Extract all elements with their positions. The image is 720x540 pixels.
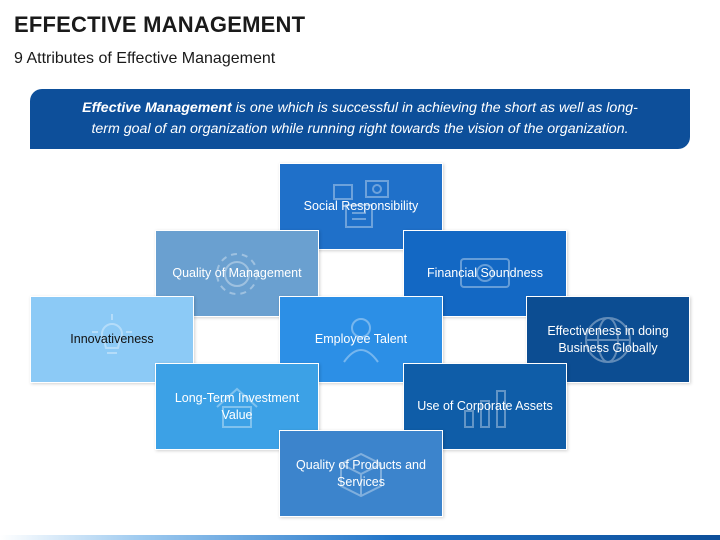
- lightbulb-icon: [92, 313, 132, 354]
- globe-icon: [585, 316, 631, 363]
- money-icon: [460, 257, 510, 288]
- gear-icon: [216, 252, 258, 295]
- box-icon: [340, 452, 382, 497]
- tile-quality-of-products: Quality of Products and Services: [279, 430, 443, 517]
- tile-label-financial-soundness: Financial Soundness: [426, 266, 544, 280]
- banner-bold-term: Effective Management: [82, 100, 232, 116]
- definition-banner: Effective Management is one which is suc…: [30, 89, 690, 149]
- tile-label-innovativeness: Innovativeness: [70, 332, 154, 346]
- footer-accent-bar: [0, 535, 720, 540]
- page-subtitle: 9 Attributes of Effective Management: [14, 50, 276, 67]
- tile-effectiveness-globally: Effectiveness in doing Business Globally: [526, 296, 690, 383]
- tile-label-quality-of-management: Quality of Management: [172, 266, 302, 280]
- tile-label-long-term-investment: Long-Term Investment Value: [174, 390, 300, 422]
- banner-text: is one which is successful in achieving …: [91, 100, 638, 137]
- chart-icon: [464, 389, 506, 428]
- page-title: EFFECTIVE MANAGEMENT: [14, 12, 306, 37]
- tile-label-quality-of-products: Quality of Products and Services: [296, 457, 426, 489]
- tile-label-effectiveness-globally: Effectiveness in doing Business Globally: [547, 323, 669, 355]
- tile-label-use-of-corporate-assets: Use of Corporate Assets: [417, 399, 553, 413]
- house-icon: [216, 387, 258, 428]
- tile-label-employee-talent: Employee Talent: [314, 332, 408, 346]
- person-icon: [343, 317, 379, 363]
- tile-label-social-responsibility: Social Responsibility: [303, 199, 419, 213]
- social-icon: [333, 179, 389, 228]
